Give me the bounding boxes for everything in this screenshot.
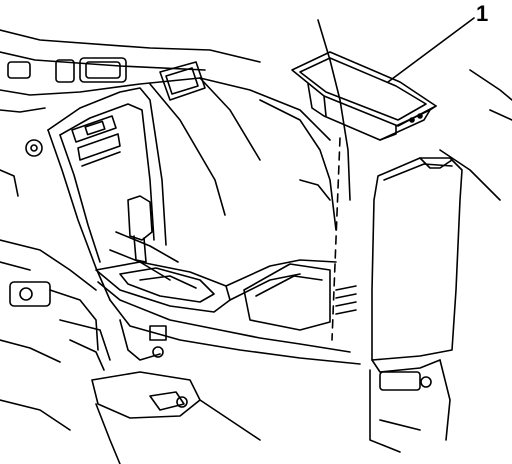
floor-console [95, 259, 361, 365]
armrest-body [371, 157, 463, 361]
motor-housing [9, 281, 51, 307]
callout-number-1: 1 [476, 1, 489, 26]
bottom-bracket [91, 371, 201, 419]
storage-cavity [243, 263, 331, 331]
callout-leader-line [387, 17, 475, 83]
climate-panel [77, 133, 121, 161]
dash-vent-left [7, 61, 31, 79]
storage-tray [291, 51, 437, 141]
dashboard [0, 29, 331, 216]
armrest-lid [369, 157, 463, 453]
rear-vent [379, 371, 421, 391]
install-guide-line [331, 137, 341, 341]
dash-vent-right [159, 61, 206, 101]
shift-knob [127, 195, 153, 241]
lower-mechanism [0, 239, 261, 464]
center-stack [47, 87, 167, 301]
dash-knob [25, 139, 43, 157]
door-panel [259, 19, 512, 231]
radio-panel [71, 115, 117, 143]
dash-vent-center [79, 57, 127, 83]
